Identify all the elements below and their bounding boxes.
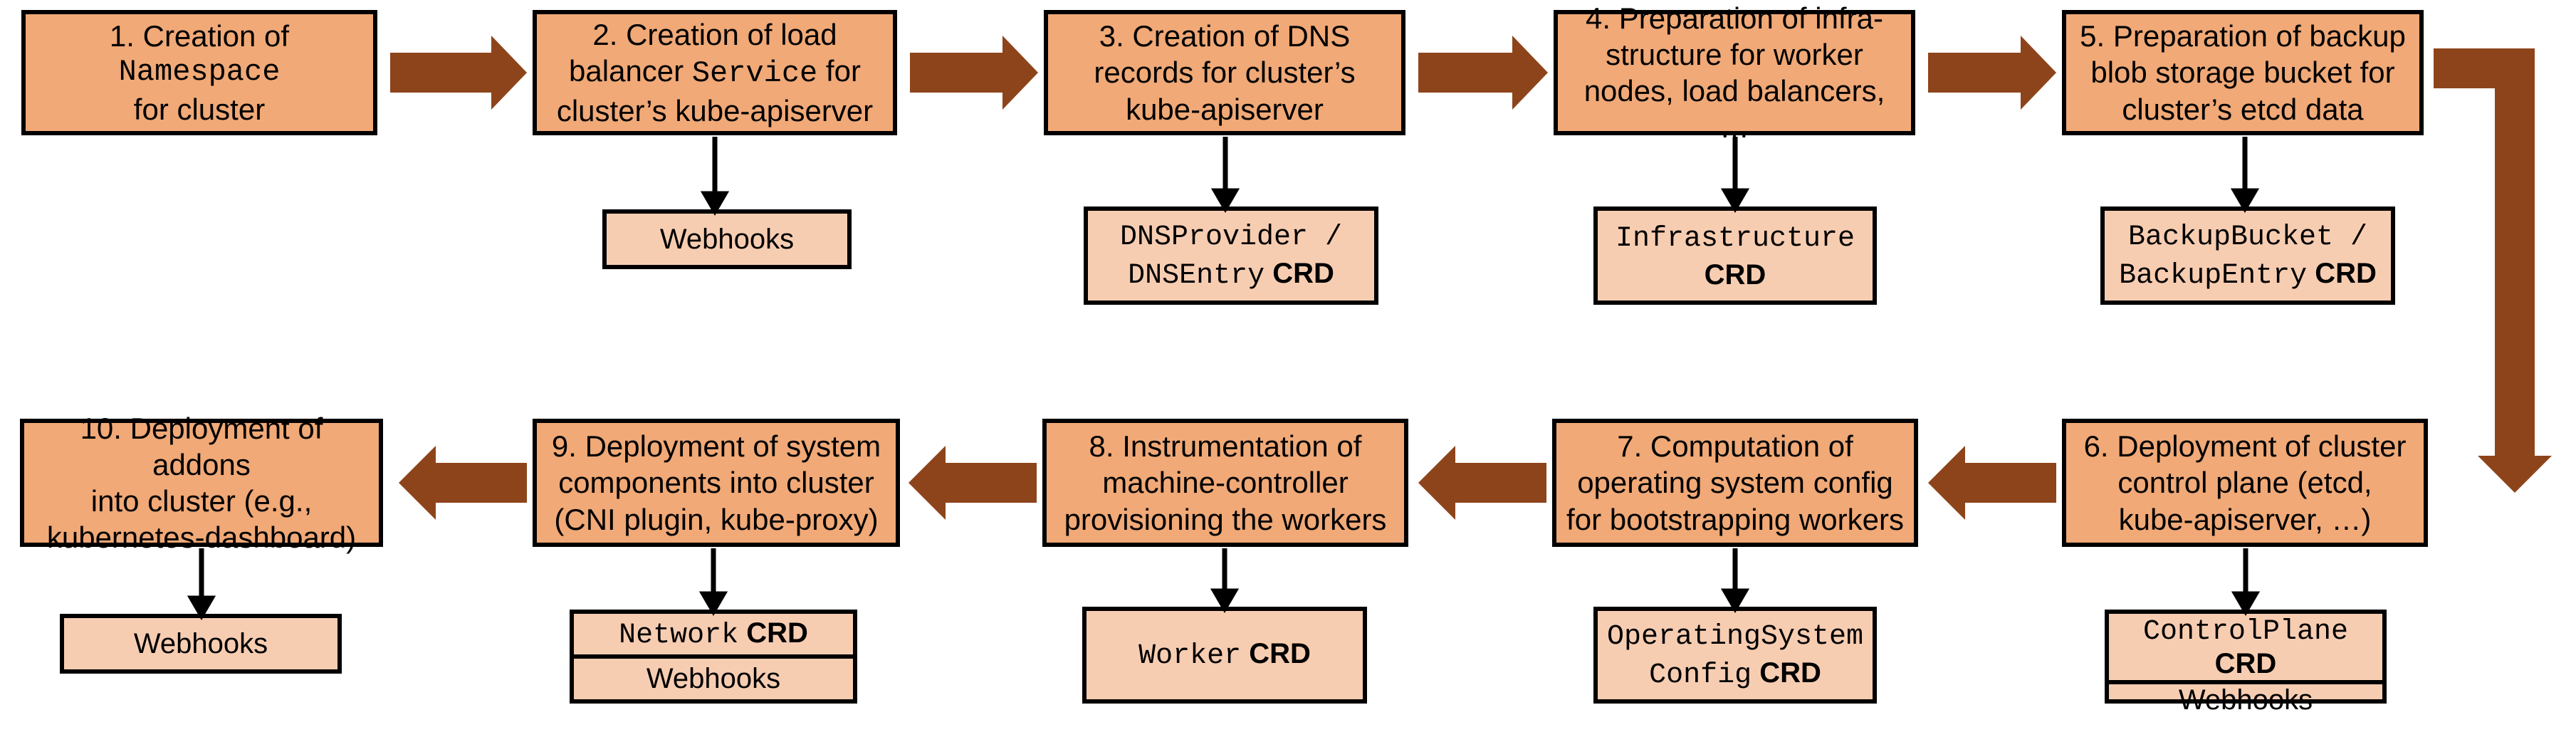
step-4-line-3: nodes, load balancers, … [1583, 74, 1885, 145]
controlplane-webhooks-cell[interactable]: Webhooks [2109, 684, 2382, 716]
osc-crd-line-1: OperatingSystem [1606, 621, 1864, 653]
step-6-line-3: kube-apiserver, …) [2118, 502, 2372, 536]
step-2-line-2: balancer Service for [557, 53, 873, 92]
step-8-line-1: 8. Instrumentation of [1089, 429, 1362, 464]
step-6-line-2: control plane (etcd, [2117, 466, 2372, 500]
step-1-line-1: 1. Creation of [109, 19, 290, 53]
controlplane-crd-suffix: CRD [2214, 648, 2277, 679]
link-step5-backupbucket-crd [2230, 137, 2260, 213]
osc-crd-line-2: Config CRD [1649, 657, 1821, 691]
dnsentry-mono: DNSEntry [1128, 260, 1265, 292]
webhooks-label-step9: Webhooks [646, 663, 781, 694]
flow-arrow-7-to-8 [1418, 446, 1546, 520]
resource-box-infrastructure-crd[interactable]: Infrastructure CRD [1593, 207, 1877, 305]
link-step4-infrastructure-crd [1720, 137, 1750, 213]
link-step10-webhooks [187, 548, 216, 620]
step-box-4[interactable]: 4. Preparation of infra- structure for w… [1554, 1, 1915, 144]
worker-crd-line-2: CRD [1249, 638, 1311, 669]
link-step6-controlplane-crd [2231, 548, 2261, 616]
osc-crd-suffix: CRD [1759, 657, 1821, 689]
step-1-line-2: Namespace [118, 55, 281, 90]
step-7-line-1: 7. Computation of [1617, 429, 1853, 464]
infrastructure-crd-line-2: CRD [1704, 259, 1766, 291]
backupentry-mono: BackupEntry [2119, 260, 2308, 292]
osc-config-mono: Config [1649, 659, 1752, 691]
step-box-7[interactable]: 7. Computation of operating system confi… [1552, 419, 1918, 547]
link-step3-dns-crd [1210, 137, 1240, 213]
step-4-line-1: 4. Preparation of infra- [1586, 1, 1883, 35]
webhooks-label-step2: Webhooks [659, 224, 795, 255]
step-10-line-3: kubernetes-dashboard) [46, 521, 357, 555]
step-box-3[interactable]: 3. Creation of DNS records for cluster’s… [1044, 10, 1405, 135]
step-5-line-2: blob storage bucket for [2090, 56, 2395, 90]
backupbucket-crd-suffix: CRD [2315, 258, 2377, 289]
infrastructure-crd-line-1: Infrastructure [1615, 223, 1855, 255]
step-3-line-3: kube-apiserver [1126, 92, 1324, 126]
step-5-line-3: cluster’s etcd data [2122, 92, 2364, 126]
network-crd-suffix: CRD [746, 617, 808, 649]
step-10-line-1: 10. Deployment of addons [80, 411, 323, 481]
link-step9-network-crd [698, 548, 728, 616]
webhooks-label-step10: Webhooks [133, 628, 268, 659]
dns-crd-line-2: DNSEntry CRD [1128, 258, 1334, 292]
flow-arrow-3-to-4 [1418, 36, 1548, 110]
step-box-10[interactable]: 10. Deployment of addons into cluster (e… [20, 412, 383, 554]
step-5-line-1: 5. Preparation of backup [2080, 19, 2406, 53]
backupbucket-crd-line-1: BackupBucket / [2127, 221, 2368, 254]
network-crd-cell[interactable]: Network CRD [574, 614, 853, 659]
step-7-line-2: operating system config [1577, 466, 1893, 500]
resource-box-backupbucket-crd[interactable]: BackupBucket / BackupEntry CRD [2100, 207, 2395, 305]
flow-arrow-9-to-10 [399, 446, 527, 520]
controlplane-crd-cell[interactable]: ControlPlane CRD [2109, 614, 2382, 684]
flow-arrow-1-to-2 [390, 36, 527, 110]
step-3-line-2: records for cluster’s [1094, 56, 1356, 90]
step-2-line-1: 2. Creation of load [592, 18, 837, 52]
webhooks-label-step6: Webhooks [2178, 684, 2313, 716]
resource-stack-controlplane[interactable]: ControlPlane CRD Webhooks [2105, 610, 2387, 716]
step-8-line-3: provisioning the workers [1064, 502, 1387, 536]
controlplane-crd-mono: ControlPlane [2142, 616, 2349, 648]
step-4-line-2: structure for worker [1606, 37, 1863, 71]
resource-box-worker-crd[interactable]: Worker CRD [1082, 607, 1367, 704]
flow-arrow-2-to-3 [910, 36, 1038, 110]
link-step8-worker-crd [1210, 548, 1240, 613]
step-9-line-1: 9. Deployment of system [551, 429, 881, 464]
step-7-line-3: for bootstrapping workers [1566, 502, 1904, 536]
resource-box-webhooks-step10[interactable]: Webhooks [60, 614, 342, 674]
flow-arrow-8-to-9 [909, 446, 1037, 520]
resource-box-osc-crd[interactable]: OperatingSystem Config CRD [1593, 607, 1877, 704]
step-6-line-1: 6. Deployment of cluster [2083, 429, 2407, 464]
step-2-line-3: cluster’s kube-apiserver [556, 93, 874, 127]
step-box-9[interactable]: 9. Deployment of system components into … [533, 419, 900, 547]
step-box-1[interactable]: 1. Creation of Namespace for cluster [21, 10, 377, 135]
resource-box-dns-crd[interactable]: DNSProvider / DNSEntry CRD [1084, 207, 1378, 305]
step-2-service-mono: Service [691, 56, 818, 91]
step-2-line-2-pre: balancer [569, 54, 692, 88]
step-box-5[interactable]: 5. Preparation of backup blob storage bu… [2062, 10, 2424, 135]
dns-crd-line-1: DNSProvider / [1119, 221, 1343, 254]
flow-arrow-6-to-7 [1928, 446, 2056, 520]
step-3-line-1: 3. Creation of DNS [1099, 19, 1351, 53]
dns-crd-suffix: CRD [1272, 258, 1334, 289]
resource-stack-network[interactable]: Network CRD Webhooks [570, 610, 857, 704]
network-webhooks-cell[interactable]: Webhooks [574, 659, 853, 699]
step-9-line-2: components into cluster [558, 466, 874, 500]
link-step2-webhooks [700, 137, 730, 216]
step-10-line-2: into cluster (e.g., [90, 484, 313, 518]
link-step7-osc-crd [1720, 548, 1750, 613]
flow-arrow-4-to-5 [1928, 36, 2056, 110]
step-2-line-2-post: for [817, 54, 861, 88]
step-9-line-3: (CNI plugin, kube-proxy) [554, 502, 879, 536]
step-1-line-3: for cluster [133, 92, 266, 126]
step-box-8[interactable]: 8. Instrumentation of machine-controller… [1042, 419, 1408, 547]
step-8-line-2: machine-controller [1102, 466, 1349, 500]
step-box-6[interactable]: 6. Deployment of cluster control plane (… [2062, 419, 2428, 547]
step-box-2[interactable]: 2. Creation of load balancer Service for… [533, 10, 897, 135]
worker-crd-line-1: Worker [1138, 640, 1242, 672]
network-crd-mono: Network [619, 619, 739, 652]
resource-box-webhooks-step2[interactable]: Webhooks [602, 209, 852, 269]
backupbucket-crd-line-2: BackupEntry CRD [2119, 258, 2377, 292]
flow-arrow-5-to-6-elbow [2434, 48, 2552, 493]
